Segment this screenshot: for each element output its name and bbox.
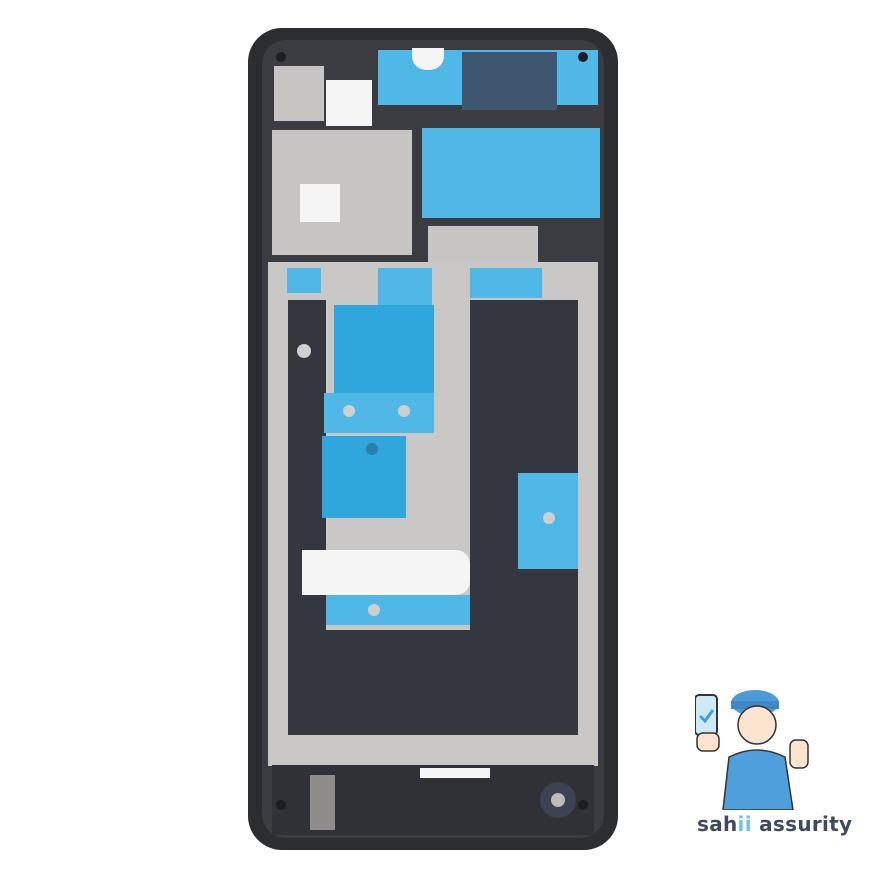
brand-text-accent: ii bbox=[737, 812, 752, 836]
mascot-logo bbox=[694, 685, 825, 811]
brand-logo-text: sahii assurity bbox=[697, 812, 852, 836]
camera-window bbox=[326, 80, 372, 126]
sensor-window bbox=[300, 184, 340, 222]
plate-hole bbox=[543, 512, 555, 524]
brand-text-part2: assurity bbox=[751, 812, 853, 836]
usb-port-bracket bbox=[310, 775, 335, 830]
center-white-cutout bbox=[302, 550, 470, 595]
plate-hole bbox=[398, 405, 410, 417]
front-camera-notch bbox=[412, 48, 444, 70]
screw-hole bbox=[276, 800, 286, 810]
mid-left-shield bbox=[272, 130, 412, 255]
technician-mascot-icon bbox=[694, 690, 809, 811]
brand-text-part1: sah bbox=[697, 812, 738, 836]
top-left-bracket bbox=[274, 66, 324, 121]
screw-hole bbox=[276, 52, 286, 62]
graphite-right bbox=[470, 300, 578, 630]
bottom-slot bbox=[420, 768, 490, 778]
plate-hole bbox=[368, 604, 380, 616]
plate-hole bbox=[297, 344, 311, 358]
plate-hole bbox=[366, 443, 378, 455]
mid-right-shield bbox=[428, 226, 538, 266]
adhesive-tab-3 bbox=[470, 268, 542, 298]
earpiece-speaker bbox=[462, 52, 557, 110]
adhesive-tab-1 bbox=[287, 268, 321, 293]
battery-adhesive-top bbox=[422, 128, 600, 218]
center-adhesive-bridge bbox=[324, 393, 434, 433]
screw-hole bbox=[578, 52, 588, 62]
screw-hole bbox=[578, 800, 588, 810]
motor-center bbox=[551, 793, 565, 807]
center-adhesive-upper bbox=[334, 305, 434, 393]
bottom-adhesive-strip bbox=[326, 595, 470, 625]
graphite-bottom bbox=[288, 630, 578, 735]
adhesive-tab-2 bbox=[378, 268, 432, 308]
center-adhesive-lower bbox=[322, 436, 406, 518]
plate-hole bbox=[343, 405, 355, 417]
